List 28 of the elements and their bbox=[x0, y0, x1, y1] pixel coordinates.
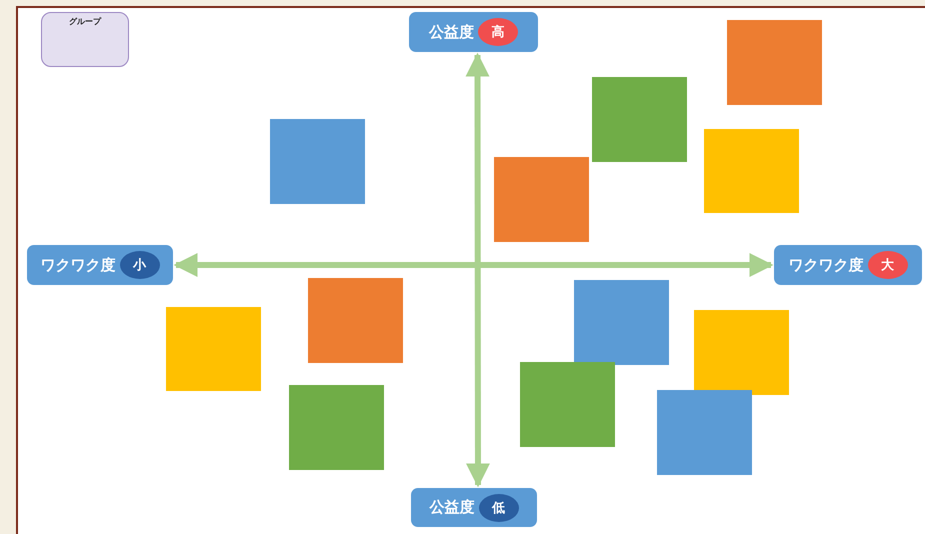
group-title: グループ bbox=[69, 16, 101, 27]
sticky-note bbox=[308, 278, 403, 363]
sticky-note bbox=[270, 119, 365, 204]
sticky-note bbox=[694, 310, 789, 395]
sticky-note bbox=[574, 280, 669, 365]
level-badge: 低 bbox=[478, 494, 518, 522]
axis-label: ワクワク度 bbox=[788, 256, 864, 274]
sticky-note bbox=[494, 157, 589, 242]
sticky-note bbox=[657, 390, 752, 475]
axis-label-box bbox=[27, 245, 173, 285]
axis-arrow bbox=[466, 52, 490, 488]
sticky-note bbox=[727, 20, 822, 105]
sticky-note bbox=[704, 129, 799, 213]
axis-label: 公益度 bbox=[429, 22, 474, 42]
axis-label: 公益度 bbox=[430, 498, 474, 517]
level-badge: 高 bbox=[478, 18, 518, 46]
axis-label-box bbox=[411, 488, 537, 527]
sticky-note bbox=[520, 362, 615, 447]
sticky-note bbox=[289, 385, 384, 470]
level-badge: 大 bbox=[868, 251, 908, 279]
axis-label: ワクワク度 bbox=[40, 256, 116, 274]
level-badge: 小 bbox=[120, 251, 160, 279]
axis-arrow bbox=[174, 253, 774, 277]
sticky-note bbox=[166, 307, 261, 391]
sticky-note bbox=[592, 77, 687, 162]
group-card bbox=[41, 12, 129, 67]
axis-label-box bbox=[774, 245, 922, 285]
axis-label-box bbox=[409, 12, 538, 52]
